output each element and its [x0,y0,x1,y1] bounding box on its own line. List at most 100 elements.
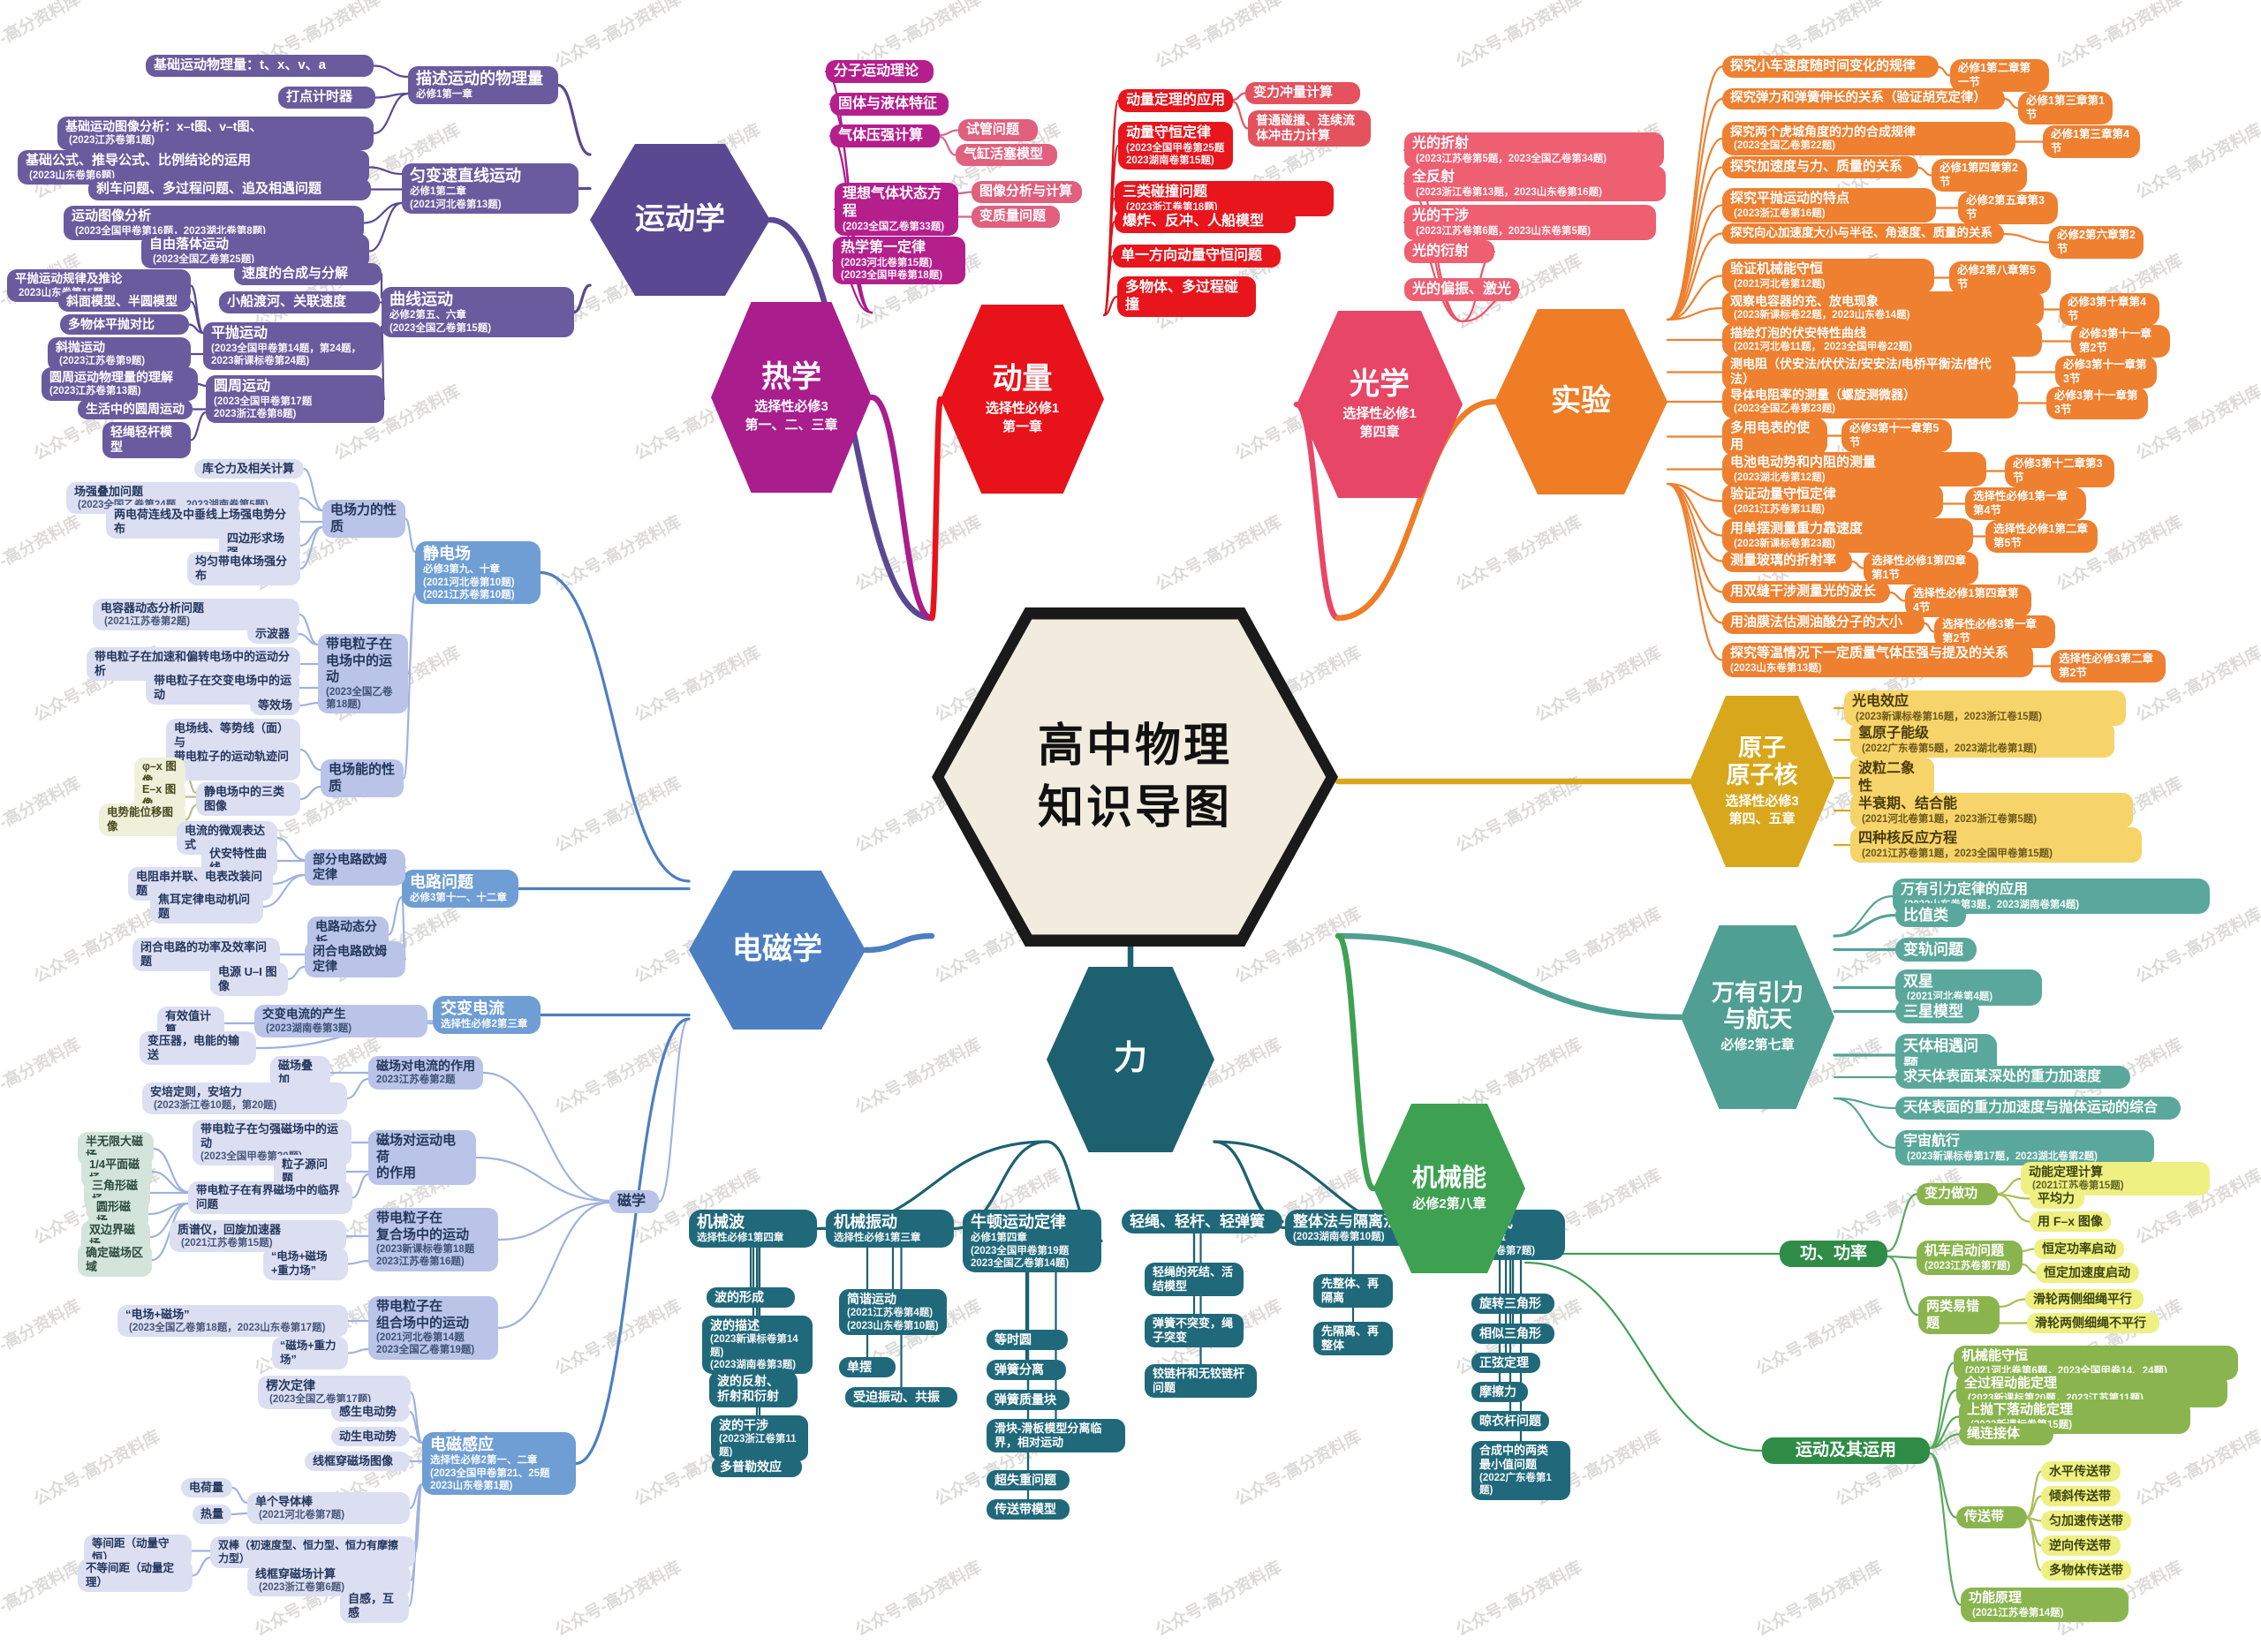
topic-f6f[interactable]: 合成中的两类 最小值问题(2022广东卷第1题) [1471,1441,1570,1500]
topic-y4[interactable]: 恒定功率启动 [2034,1239,2124,1260]
topic-y12[interactable]: 多物体传送带 [2041,1560,2131,1581]
topic-r11[interactable]: 导体电阻率的测量（螺旋测微器）(2023全国乙卷第23题) [1722,385,2018,419]
topic-f6e[interactable]: 晾衣杆问题 [1471,1411,1549,1432]
topic-f5b[interactable]: 先隔离、再整体 [1313,1322,1393,1356]
topic-sl18[interactable]: 电源 U–I 图像 [210,962,288,997]
topic-k8[interactable]: 速度的合成与分解 [234,263,382,285]
topic-k3[interactable]: 基础运动图像分析：x–t图、v–t图、(2023江苏卷第1题) [57,117,374,150]
topic-c2[interactable]: 必修1第三章第1节 [2018,92,2113,124]
topic-c10[interactable]: 必修3第十一章第3节 [2055,356,2157,388]
topic-f4a[interactable]: 轻绳的死结、活结模型 [1145,1263,1244,1297]
topic-k14[interactable]: 斜抛运动(2023江苏卷第9题) [48,337,191,371]
topic-f3a[interactable]: 等时圆 [987,1330,1068,1351]
topic-y2[interactable]: 平均力 [2030,1188,2084,1210]
topic-y5[interactable]: 恒定加速度启动 [2036,1263,2139,1284]
topic-f3b[interactable]: 弹簧分离 [987,1360,1066,1381]
topic-f6d[interactable]: 摩擦力 [1471,1382,1528,1403]
topic-d2[interactable]: 匀变速直线运动必修1第二章 (2021河北卷第13题) [402,163,578,214]
topic-r13[interactable]: 电池电动势和内阻的测量(2023湖北卷第12题) [1722,452,1986,487]
topic-h3[interactable]: 气体压强计算 [830,124,940,147]
topic-k13[interactable]: 多物体平抛对比 [60,314,189,336]
topic-c13[interactable]: 必修3第十二章第3节 [2005,455,2114,487]
topic-y8[interactable]: 水平传送带 [2041,1461,2121,1482]
topic-r5[interactable]: 探究平抛运动的特点(2023浙江卷第16题) [1722,188,1936,223]
topic-h8[interactable]: 变质量问题 [972,206,1060,228]
topic-r6[interactable]: 探究向心加速度大小与半径、角速度、质量的关系 [1722,223,2004,244]
topic-y10[interactable]: 匀加速传送带 [2041,1511,2131,1532]
topic-c16[interactable]: 选择性必修1第四章第1节 [1864,552,1978,585]
topic-o1[interactable]: 光的折射(2023江苏卷第5题，2023全国乙卷第34题) [1404,132,1664,169]
topic-e1[interactable]: 变力做功 [1917,1183,1998,1205]
topic-y3[interactable]: 用 F–x 图像 [2030,1211,2111,1233]
topic-k2[interactable]: 打点计时器 [278,87,375,109]
topic-r2[interactable]: 探究弹力和弹簧伸长的关系（验证胡克定律） [1722,88,2005,109]
topic-sm2[interactable]: 带电粒子在 电场中的运动(2023全国乙卷第18题) [318,634,408,714]
topic-r4[interactable]: 探究加速度与力、质量的关系 [1722,156,1918,178]
topic-r19[interactable]: 探究等温情况下一定质量气体压强与提及的关系(2023山东卷第13题) [1722,643,2033,677]
topic-sm9[interactable]: 磁场对运动电荷 的作用 [368,1130,476,1185]
topic-r7[interactable]: 验证机械能守恒(2021河北卷第12题) [1722,259,1934,293]
topic-r14[interactable]: 验证动量守恒定律(2021江苏卷第11题) [1722,484,1943,518]
topic-k18[interactable]: 轻绳轻杆模型 [102,422,191,458]
topic-g3[interactable]: 变轨问题 [1895,938,1977,962]
topic-sl1[interactable]: 库仑力及相关计算 [194,459,304,479]
topic-h7[interactable]: 图像分析与计算 [972,181,1082,203]
topic-sl36[interactable]: 热量 [193,1505,231,1525]
topic-f3f[interactable]: 传送带模型 [987,1499,1070,1520]
topic-k9[interactable]: 小船渡河、关联速度 [219,291,380,313]
topic-g8[interactable]: 天体表面的重力加速度与抛体运动的综合 [1895,1097,2181,1120]
topic-e2[interactable]: 机车启动问题(2023江苏卷第7题) [1917,1241,2023,1275]
topic-m6[interactable]: 爆炸、反冲、人船模型 [1115,210,1296,233]
topic-sl5[interactable]: 均匀带电体场强分布 [187,552,300,586]
central-topic[interactable]: 高中物理 知识导图 [932,607,1338,947]
topic-g9[interactable]: 宇宙航行(2023新课标卷第17题，2023湖北卷第2题) [1895,1130,2154,1166]
topic-c14[interactable]: 选择性必修1第一章第4节 [1965,487,2086,520]
topic-f5a[interactable]: 先整体、再隔离 [1313,1274,1393,1309]
topic-f1a[interactable]: 波的形成 [707,1287,795,1309]
topic-cr3[interactable]: 电势能位移图像 [99,803,185,836]
topic-a5[interactable]: 四种核反应方程(2021江苏卷第1题，2023全国甲卷第15题) [1850,827,2142,864]
topic-f4c[interactable]: 铰链杆和无铰链杆问题 [1145,1364,1257,1399]
topic-f3e[interactable]: 超失重问题 [987,1470,1070,1491]
topic-r8[interactable]: 观察电容器的充、放电现象(2023新课标卷22题，2023山东卷14题) [1722,291,2044,325]
topic-f1[interactable]: 机械波选择性必修1第四章 [689,1210,817,1248]
topic-h1[interactable]: 分子运动理论 [826,60,934,83]
topic-o3[interactable]: 光的干涉(2023江苏卷第6题，2023山东卷第5题) [1404,205,1656,241]
topic-f6c[interactable]: 正弦定理 [1471,1353,1540,1374]
topic-sl27[interactable]: “电场+磁场+重力场” [263,1248,348,1280]
topic-k12[interactable]: 斜面模型、半圆模型 [58,291,191,313]
topic-pgB[interactable]: 不等间距（动量定理） [78,1559,193,1592]
topic-m7[interactable]: 单一方向动量守恒问题 [1113,245,1281,268]
topic-y6[interactable]: 滑轮两侧细绳平行 [2025,1289,2144,1310]
topic-sm11[interactable]: 带电粒子在 组合场中的运动(2021河北卷第14题 2023全国乙卷第19题) [368,1296,498,1360]
topic-f1d[interactable]: 波的干涉(2023浙江卷第11题) [711,1415,808,1461]
topic-sl12[interactable]: 静电场中的三类图像 [196,782,300,817]
topic-sm1[interactable]: 电场力的性质 [322,500,405,539]
topic-o4[interactable]: 光的衍射 [1404,240,1494,263]
topic-f2c[interactable]: 受迫振动、共振 [845,1387,957,1408]
topic-sl16[interactable]: 焦耳定律电动机问题 [150,890,263,924]
topic-sl35[interactable]: 电荷量 [181,1478,232,1498]
topic-o2[interactable]: 全反射(2023浙江卷第13题，2023山东卷第16题) [1404,166,1666,202]
topic-h4[interactable]: 试管问题 [958,119,1038,141]
topic-f2a[interactable]: 简谐运动(2021江苏卷第4题) (2023山东卷第10题) [839,1289,947,1335]
topic-c9[interactable]: 必修3第十一章第2节 [2071,325,2170,358]
topic-r9[interactable]: 描绘灯泡的伏安特性曲线(2021河北卷11题， 2023全国甲卷22题) [1722,323,2042,357]
hub-mom[interactable]: 动量选择性必修1 第一章 [941,305,1104,494]
topic-k1[interactable]: 基础运动物理量：t、x、v、a [146,55,374,77]
topic-d1[interactable]: 描述运动的物理量必修1第一章 [408,66,558,104]
topic-y9[interactable]: 倾斜传送带 [2041,1486,2121,1507]
topic-y11[interactable]: 逆向传送带 [2041,1535,2121,1557]
topic-h5[interactable]: 气缸活塞模型 [956,144,1057,166]
topic-m8[interactable]: 多物体、多过程碰撞 [1117,276,1256,317]
topic-y7[interactable]: 滑轮两侧细绳不平行 [2027,1313,2159,1334]
topic-r3[interactable]: 探究两个虎城角度的力的合成规律(2023全国乙卷第22题) [1722,122,2015,155]
topic-f1b[interactable]: 波的描述(2023新课标卷第14题) (2023湖南卷第3题) [702,1316,813,1375]
topic-s2[interactable]: 电路问题必修3第十一、十二章 [402,870,518,908]
topic-a1[interactable]: 光电效应(2023新课标卷第16题，2023浙江卷15题) [1844,690,2126,727]
topic-k10[interactable]: 平抛运动(2023全国甲卷第14题，第24题， 2023新课标卷第24题) [203,322,382,371]
topic-c11[interactable]: 必修3第十一章第3节 [2046,387,2148,419]
topic-sm10[interactable]: 带电粒子在 复合场中的运动(2023新课标卷第18题 2023江苏卷第16题) [368,1208,498,1271]
topic-k17[interactable]: 生活中的圆周运动 [78,399,193,420]
